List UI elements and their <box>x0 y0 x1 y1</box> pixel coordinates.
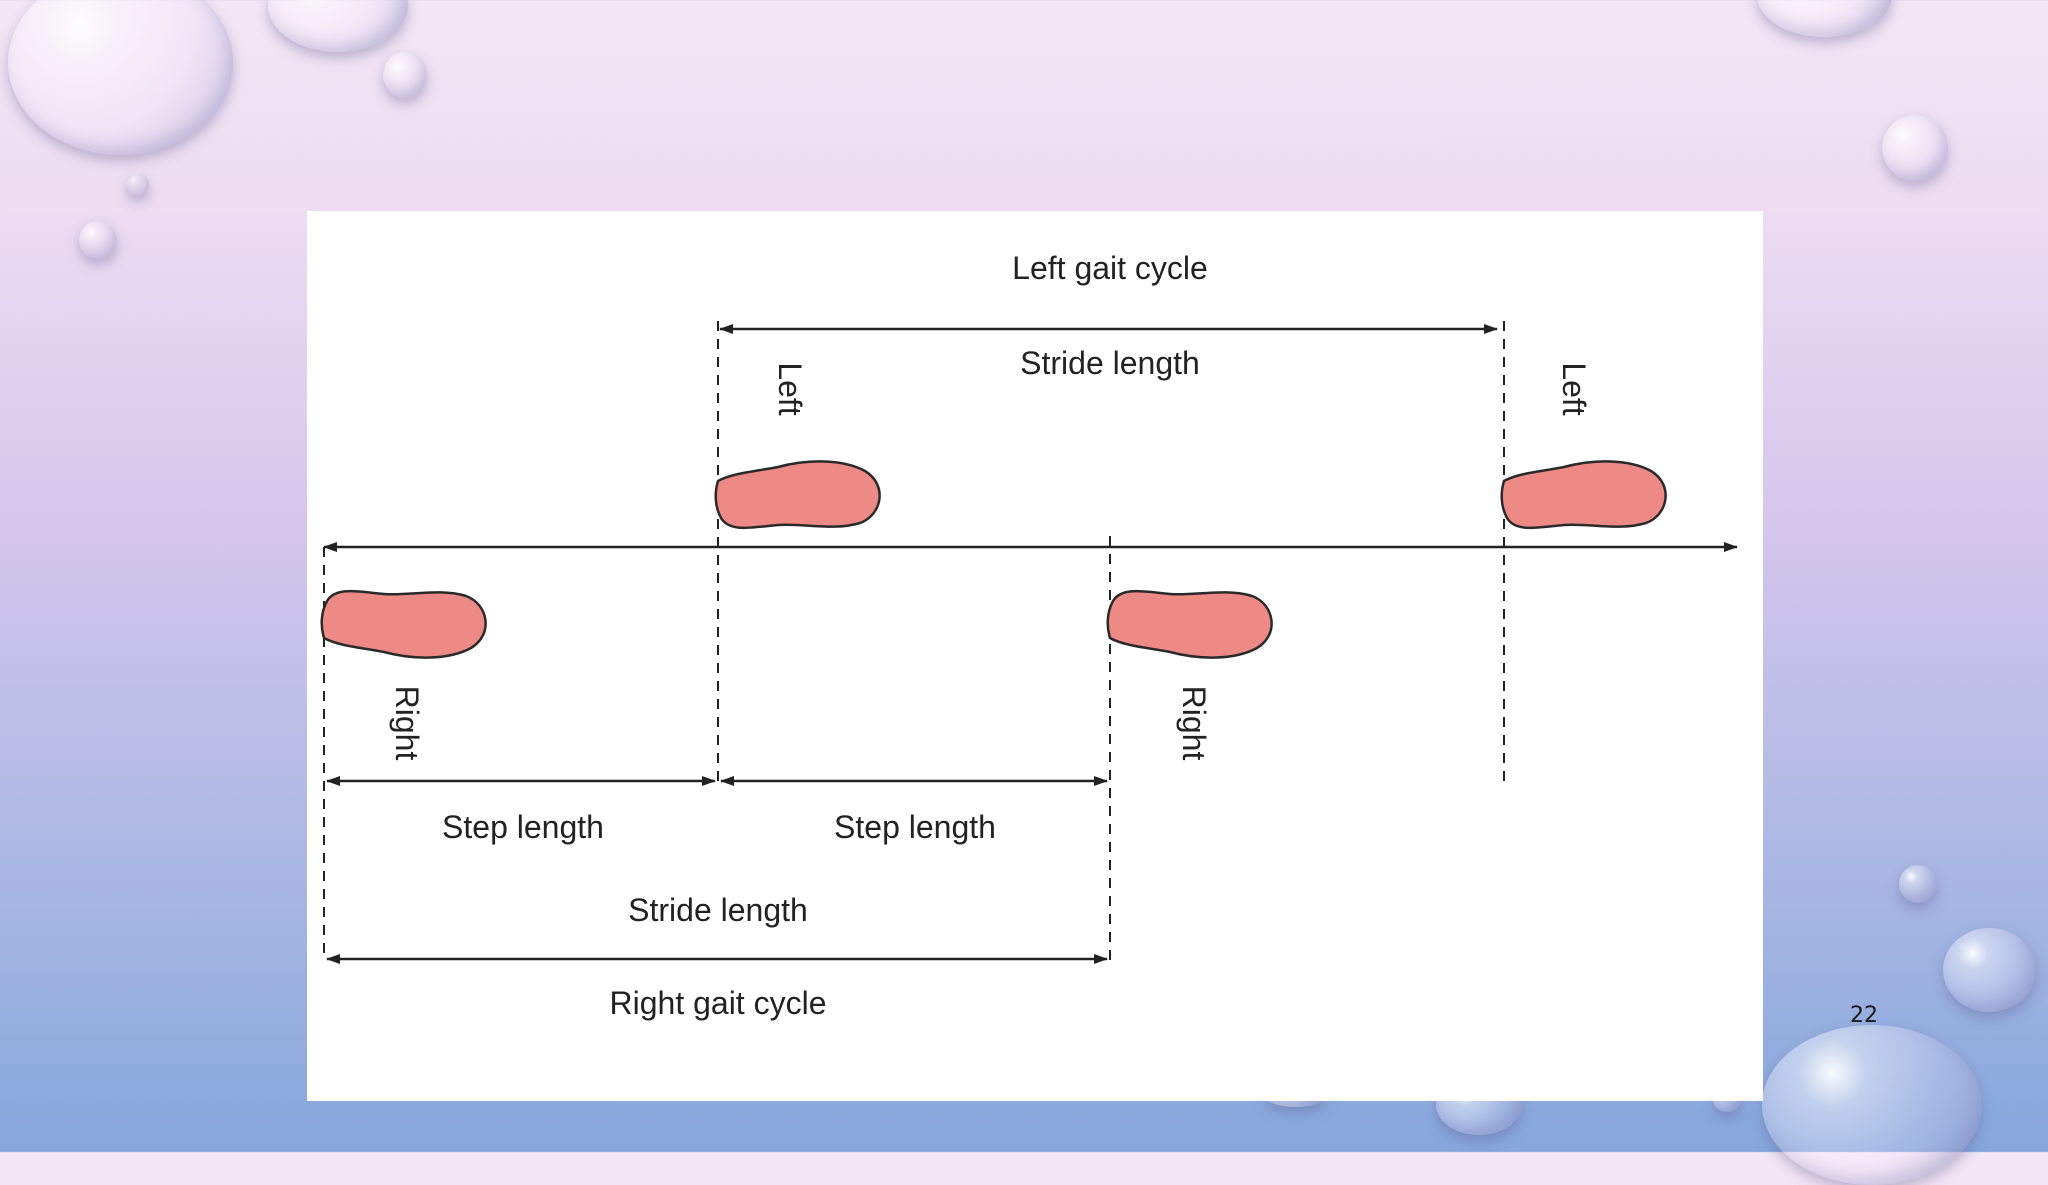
footprint-icon <box>1106 589 1273 659</box>
water-droplet-decoration <box>1899 865 1937 903</box>
footprint-icon <box>1500 460 1667 530</box>
water-droplet-decoration <box>1943 928 2036 1012</box>
left-gait-cycle-label: Left gait cycle <box>1012 250 1208 286</box>
right-foot-label: Right <box>1176 686 1212 761</box>
water-droplet-decoration <box>8 0 233 155</box>
stride-length-bottom-label: Stride length <box>628 892 808 928</box>
right-foot-label: Right <box>389 686 425 761</box>
left-foot-label: Left <box>1556 362 1592 415</box>
right-gait-cycle-label: Right gait cycle <box>610 985 827 1021</box>
step-length-label: Step length <box>442 809 604 845</box>
slide-page-number: 22 <box>1850 1003 1878 1028</box>
stride-length-top-label: Stride length <box>1020 345 1200 381</box>
footprint-icon <box>714 460 881 530</box>
water-droplet-decoration <box>1762 1025 1982 1185</box>
water-droplet-decoration <box>1882 115 1948 181</box>
water-droplet-decoration <box>383 52 427 98</box>
water-droplet-decoration <box>268 0 408 52</box>
water-droplet-decoration <box>127 174 149 196</box>
step-length-label: Step length <box>834 809 996 845</box>
footprint-icon <box>320 589 487 659</box>
gait-diagram-canvas: Left gait cycle Stride length Left Left … <box>320 250 1738 1021</box>
gait-cycle-diagram: Left gait cycle Stride length Left Left … <box>307 211 1763 1101</box>
water-droplet-decoration <box>79 221 117 259</box>
left-foot-label: Left <box>772 362 808 415</box>
water-droplet-decoration <box>1757 0 1892 37</box>
